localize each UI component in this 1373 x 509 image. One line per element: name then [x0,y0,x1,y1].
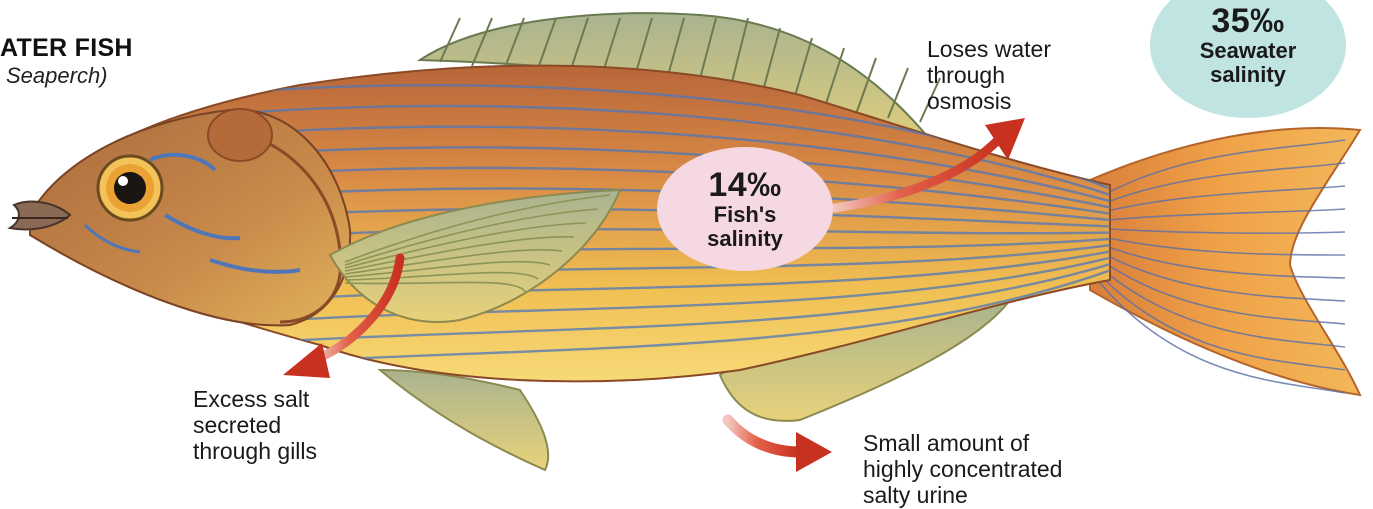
seawater-salinity-label-2: salinity [1210,63,1286,87]
fish-salinity-value: 14‰ [708,167,781,203]
fish-salinity-label-1: Fish's [714,203,777,227]
eye-icon [98,156,162,220]
urine-label-line: Small amount of [863,430,1062,456]
seawater-salinity-label-1: Seawater [1200,39,1297,63]
gills-label: Excess salt secreted through gills [193,386,317,464]
osmosis-label-line: osmosis [927,88,1051,114]
gills-label-line: through gills [193,438,317,464]
seawater-salinity-value: 35‰ [1211,3,1284,39]
fish-salinity-badge: 14‰ Fish's salinity [657,147,833,271]
diagram-title: ATER FISH [0,34,133,63]
fish-salinity-label-2: salinity [707,227,783,251]
urine-label: Small amount of highly concentrated salt… [863,430,1062,508]
gills-label-line: secreted [193,412,317,438]
osmosis-label: Loses water through osmosis [927,36,1051,114]
fish-head [30,110,350,326]
gills-label-line: Excess salt [193,386,317,412]
pelvic-fin [380,370,548,470]
tail-fin [1090,128,1360,395]
urine-label-line: highly concentrated [863,456,1062,482]
diagram-subtitle: Seaperch) [6,63,108,89]
osmosis-label-line: Loses water [927,36,1051,62]
osmosis-label-line: through [927,62,1051,88]
arrow-urine-icon [728,420,832,472]
urine-label-line: salty urine [863,482,1062,508]
